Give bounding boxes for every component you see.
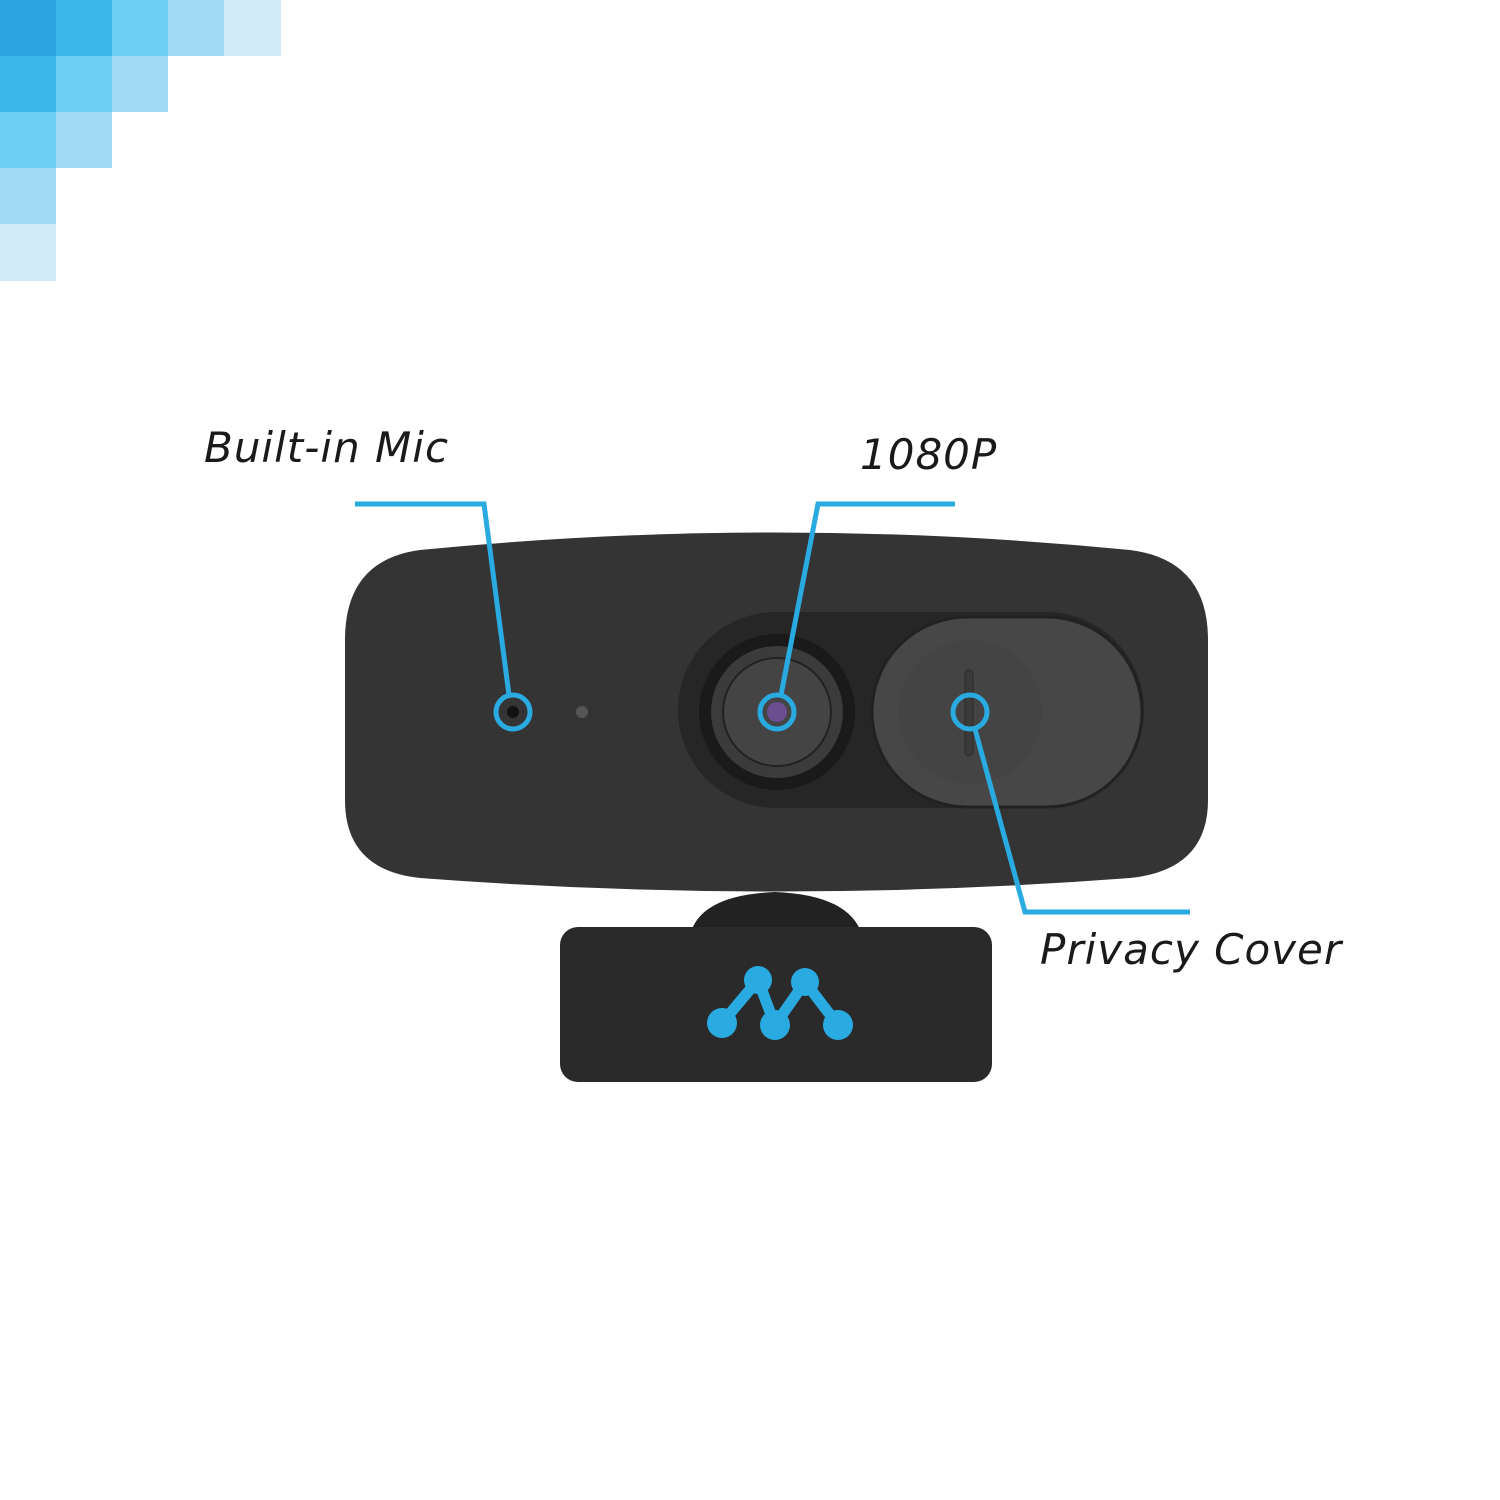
- resolution-label: 1080P: [860, 430, 998, 479]
- privacy-cover-label: Privacy Cover: [1040, 925, 1343, 974]
- corner-pixel-decoration: [0, 0, 281, 281]
- privacy-callout-marker: [950, 692, 990, 732]
- resolution-callout-line: [778, 501, 955, 696]
- privacy-callout-line: [972, 728, 1190, 915]
- stand-base: [560, 927, 992, 1082]
- mic-hole: [507, 706, 519, 718]
- mic-label: Built-in Mic: [204, 423, 450, 472]
- mic-callout-marker: [493, 692, 533, 732]
- privacy-cover-slider: [870, 615, 1144, 809]
- brand-logo-icon: [707, 966, 853, 1040]
- resolution-callout-marker: [757, 692, 797, 732]
- indicator-led: [576, 706, 588, 718]
- stand-neck: [690, 892, 862, 935]
- camera-lens: [699, 634, 855, 790]
- mic-callout-line: [355, 501, 512, 696]
